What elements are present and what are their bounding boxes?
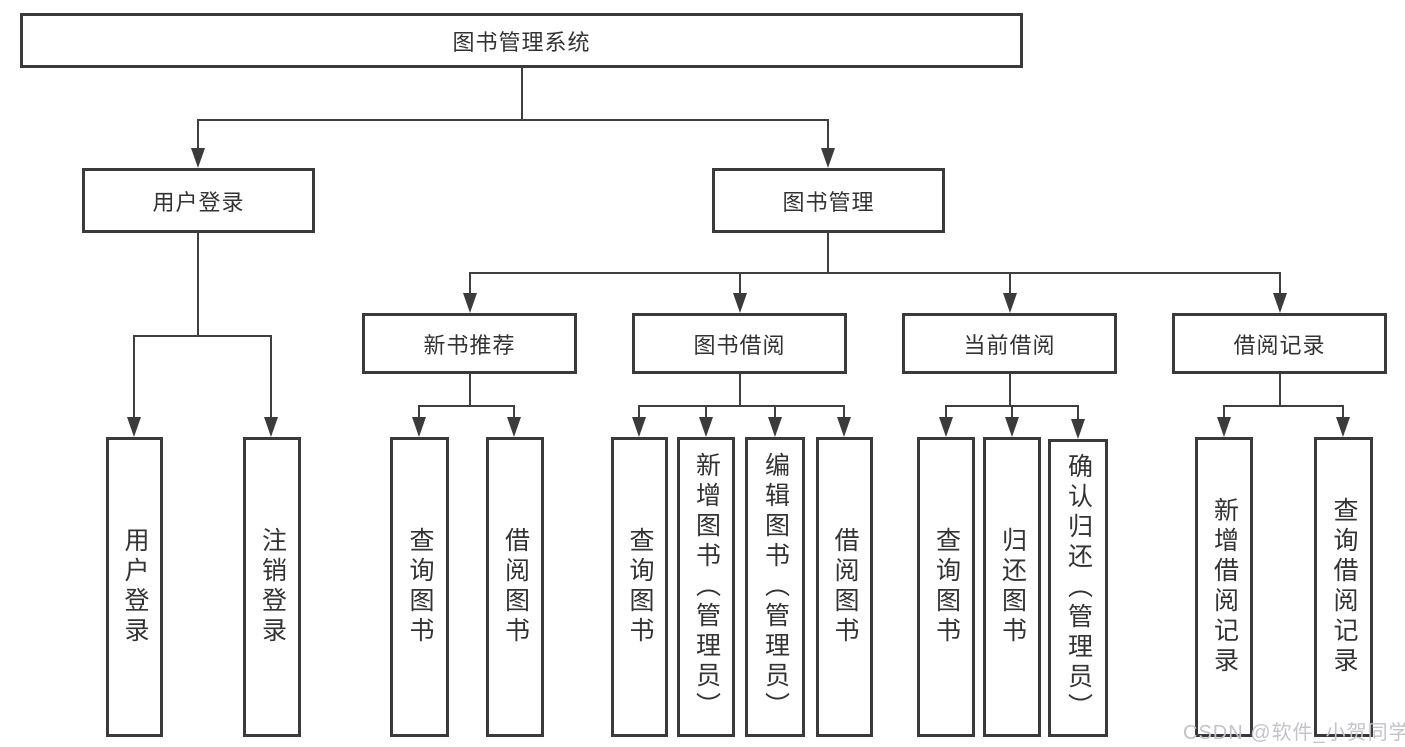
arrowhead-down-icon [733, 293, 747, 313]
arrowhead-down-icon [699, 417, 713, 437]
node-leaf-query-books-recommend: 查询图书 [390, 437, 449, 737]
node-label: 注销登录 [258, 527, 287, 647]
node-leaf-add-borrow-record: 新增借阅记录 [1195, 437, 1253, 737]
node-root: 图书管理系统 [20, 13, 1023, 68]
connector-line [1223, 405, 1344, 407]
node-leaf-edit-book-admin: 编辑图书（管理员） [745, 437, 805, 737]
connector-line [418, 405, 420, 419]
arrowhead-down-icon [1005, 417, 1019, 437]
connector-line [133, 335, 135, 419]
watermark-csdn: CSDN @软件_小贺同学 [1183, 722, 1405, 744]
connector-line [1279, 274, 1281, 295]
connector-line [1223, 405, 1225, 419]
node-leaf-query-borrow-record: 查询借阅记录 [1314, 437, 1373, 737]
arrowhead-down-icon [1273, 293, 1287, 313]
node-label: 借阅图书 [501, 527, 530, 647]
connector-line [469, 274, 471, 295]
connector-line [827, 119, 829, 150]
node-label: 确认归还（管理员） [1064, 453, 1093, 723]
node-label: 新增图书（管理员） [692, 452, 721, 722]
node-leaf-query-books-current: 查询图书 [917, 437, 975, 737]
node-label: 归还图书 [998, 527, 1027, 647]
connector-line [1011, 405, 1013, 419]
node-leaf-borrow-books-recommend: 借阅图书 [486, 437, 544, 737]
connector-line [774, 405, 776, 419]
connector-line [469, 272, 1281, 274]
connector-line [827, 233, 829, 274]
arrowhead-down-icon [507, 417, 521, 437]
node-book-borrow: 图书借阅 [632, 313, 847, 374]
connector-line [1009, 274, 1011, 295]
connector-line [469, 374, 471, 406]
connector-line [1009, 374, 1011, 406]
node-label: 查询图书 [932, 527, 961, 647]
node-new-book-recommend: 新书推荐 [362, 313, 577, 374]
arrowhead-down-icon [191, 148, 205, 168]
node-leaf-return-book: 归还图书 [983, 437, 1041, 737]
node-label: 图书管理系统 [452, 29, 591, 55]
arrowhead-down-icon [264, 417, 278, 437]
node-label: 当前借阅 [963, 332, 1056, 358]
connector-line [945, 405, 947, 419]
arrowhead-down-icon [768, 417, 782, 437]
connector-line [638, 405, 640, 419]
node-user-login: 用户登录 [82, 168, 315, 233]
connector-line [739, 274, 741, 295]
node-label: 查询借阅记录 [1330, 497, 1358, 677]
arrowhead-down-icon [821, 148, 835, 168]
connector-line [197, 233, 199, 336]
node-label: 图书借阅 [693, 332, 786, 358]
node-label: 查询图书 [626, 527, 654, 647]
arrowhead-down-icon [1071, 419, 1085, 439]
node-book-management: 图书管理 [712, 168, 945, 233]
arrowhead-down-icon [127, 417, 141, 437]
arrowhead-down-icon [632, 417, 646, 437]
arrowhead-down-icon [1003, 293, 1017, 313]
node-label: 新书推荐 [423, 332, 516, 358]
connector-line [513, 405, 515, 419]
node-label: 借阅图书 [831, 527, 859, 647]
node-current-borrow: 当前借阅 [902, 313, 1117, 374]
connector-line [270, 335, 272, 419]
node-leaf-logout: 注销登录 [243, 437, 301, 737]
arrowhead-down-icon [1336, 417, 1350, 437]
connector-line [1077, 405, 1079, 419]
node-leaf-user-login: 用户登录 [106, 437, 163, 737]
node-label: 用户登录 [121, 527, 149, 647]
node-leaf-borrow-books-borrow: 借阅图书 [816, 437, 873, 737]
connector-line [418, 405, 515, 407]
connector-line [739, 374, 741, 406]
node-label: 图书管理 [782, 189, 875, 215]
node-leaf-confirm-return-admin: 确认归还（管理员） [1048, 439, 1108, 737]
connector-line [133, 335, 272, 337]
connector-line [197, 119, 199, 150]
node-borrow-records: 借阅记录 [1172, 313, 1387, 374]
arrowhead-down-icon [463, 293, 477, 313]
arrowhead-down-icon [837, 417, 851, 437]
connector-line [843, 405, 845, 419]
connector-line [521, 68, 523, 121]
connector-line [638, 405, 845, 407]
node-label: 借阅记录 [1233, 332, 1326, 358]
connector-line [198, 119, 829, 121]
connector-line [1342, 405, 1344, 419]
node-leaf-add-book-admin: 新增图书（管理员） [677, 437, 735, 737]
node-leaf-query-books-borrow: 查询图书 [611, 437, 668, 737]
arrowhead-down-icon [412, 417, 426, 437]
connector-line [705, 405, 707, 419]
node-label: 编辑图书（管理员） [761, 452, 790, 722]
node-label: 新增借阅记录 [1210, 497, 1239, 677]
node-label: 用户登录 [152, 189, 245, 215]
node-label: 查询图书 [406, 527, 434, 647]
connector-line [1279, 374, 1281, 406]
arrowhead-down-icon [1217, 417, 1231, 437]
arrowhead-down-icon [939, 417, 953, 437]
